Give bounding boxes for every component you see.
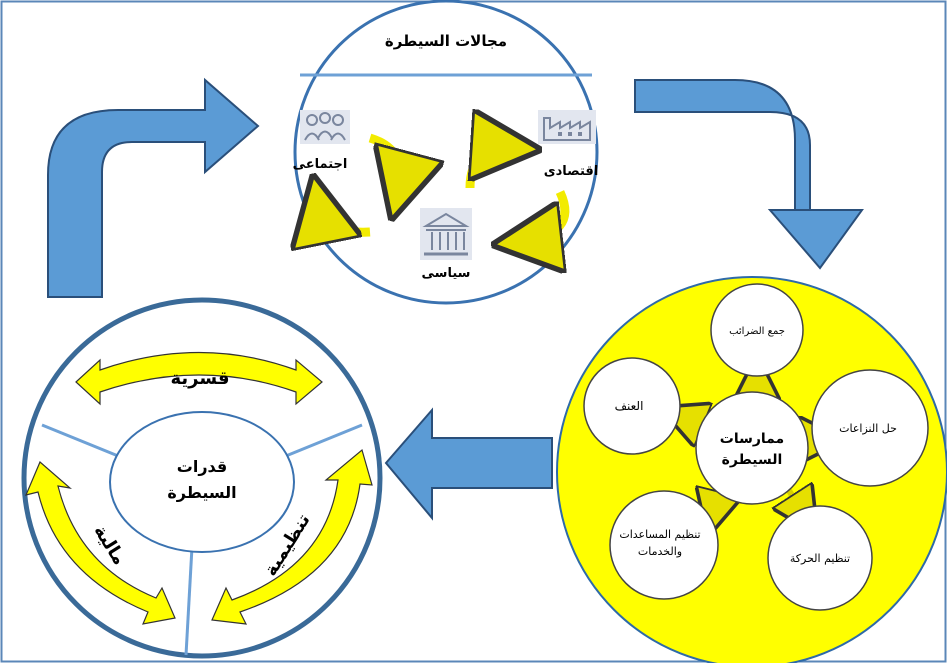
practice-taxes-circle (710, 283, 804, 377)
cycle-arrow-2 (318, 200, 371, 232)
practice-movement-circle (767, 505, 873, 611)
domains-circle: مجالات السيطرة اجتماعى اقتصادى سياس (293, 0, 599, 305)
practices-center-line1: ممارسات (720, 431, 784, 447)
practice-aid-circle (609, 490, 719, 600)
practice-movement-label: تنظيم الحركة (790, 552, 850, 565)
flow-arrow-left (384, 407, 553, 521)
domain-label-social: اجتماعى (293, 157, 348, 172)
organizational-double-arrow (211, 448, 373, 625)
capabilities-circle: قدرات السيطرة قسرية مالية تنظيمية (21, 297, 383, 659)
practice-aid-label-line2: والخدمات (638, 545, 682, 558)
cycle-arrow-1 (368, 133, 401, 195)
cycle-arrow-3 (465, 148, 515, 189)
practices-center-line2: السيطرة (722, 452, 783, 468)
practices-circle: ممارسات السيطرة جمع الضرائب حل النزاعات … (556, 276, 947, 663)
practice-violence-circle (583, 357, 681, 455)
flow-arrow-right-down (634, 79, 864, 270)
people-group-icon (300, 110, 350, 144)
government-building-icon (420, 208, 472, 260)
practice-violence-label: العنف (615, 399, 644, 413)
factory-icon (538, 110, 596, 144)
capabilities-center (109, 411, 295, 553)
practice-aid-label-line1: تنظيم المساعدات (619, 528, 700, 541)
domains-title: مجالات السيطرة (385, 32, 507, 50)
domain-label-economic: اقتصادى (544, 164, 599, 179)
financial-double-arrow (24, 461, 176, 625)
cycle-arrow-4 (518, 190, 570, 242)
practices-center-circle (695, 391, 809, 505)
capabilities-center-line2: السيطرة (167, 483, 236, 502)
flow-arrow-up-right (47, 77, 260, 298)
coercive-double-arrow (75, 351, 323, 406)
practice-disputes-label: حل النزاعات (839, 422, 897, 435)
capabilities-center-line1: قدرات (177, 457, 228, 476)
segment-label-coercive: قسرية (171, 368, 230, 389)
practice-taxes-label: جمع الضرائب (729, 326, 785, 337)
domain-label-political: سياسى (422, 266, 471, 281)
practice-disputes-circle (811, 369, 929, 487)
